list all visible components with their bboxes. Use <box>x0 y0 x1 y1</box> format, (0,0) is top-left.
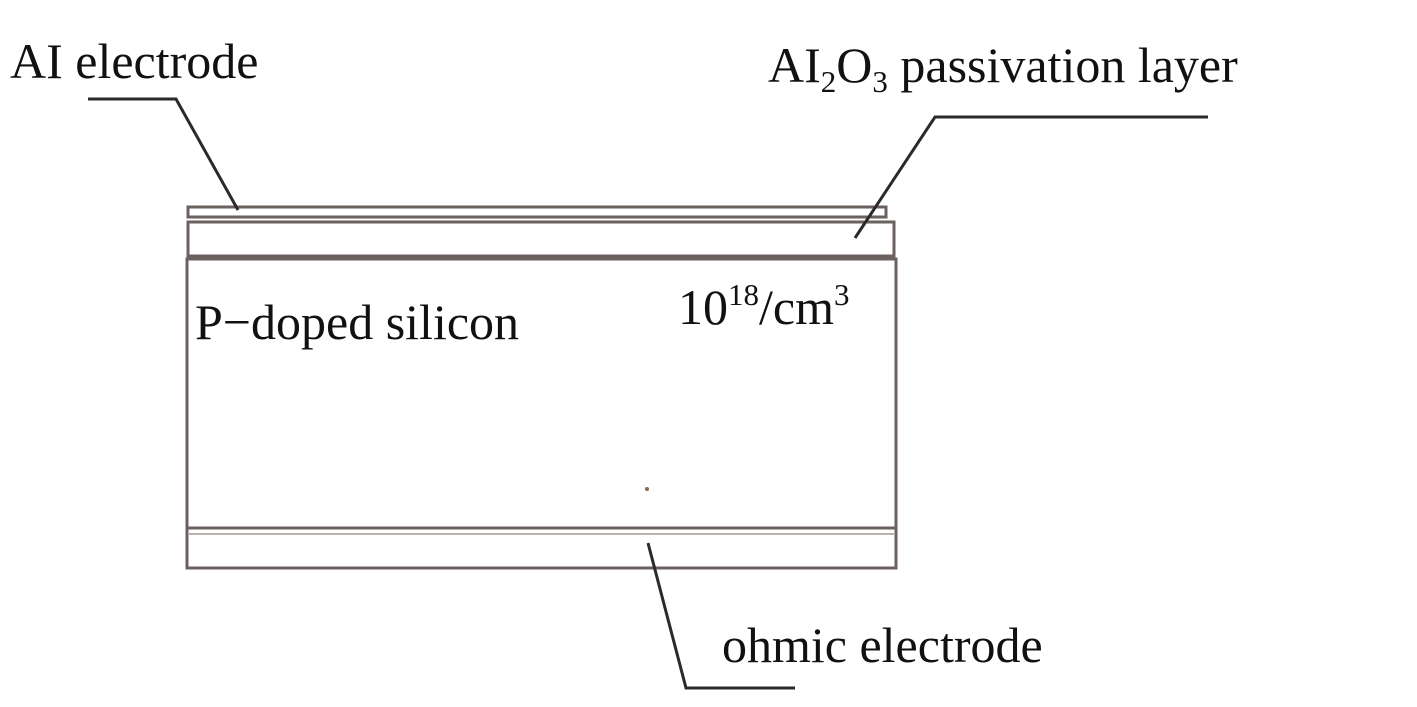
passivation-label-prefix: AI <box>768 37 821 93</box>
al-electrode-leader-line <box>88 97 240 211</box>
passivation-layer-label: AI2O3 passivation layer <box>768 37 1238 97</box>
al-electrode-label: AI electrode <box>10 36 258 86</box>
doping-unit-exponent: 3 <box>833 276 850 312</box>
ohmic-electrode-label-text: ohmic electrode <box>722 617 1043 673</box>
speck-mark <box>645 487 649 491</box>
passivation-label-suffix: passivation layer <box>887 37 1238 93</box>
doping-unit: /cm <box>759 279 834 335</box>
passivation-label-subscript-3: 3 <box>872 63 888 99</box>
doping-concentration-label: 1018/cm3 <box>678 279 849 335</box>
silicon-substrate <box>185 257 898 570</box>
al-electrode-label-text: AI electrode <box>10 33 259 89</box>
passivation-leader-line <box>853 115 1208 239</box>
doping-base: 10 <box>678 279 728 335</box>
al-electrode-layer <box>186 205 888 219</box>
ohmic-electrode-label: ohmic electrode <box>722 620 1043 670</box>
ohmic-electrode-leader-line <box>646 542 795 690</box>
passivation-layer <box>186 220 896 258</box>
silicon-label-text: P−doped silicon <box>195 294 520 350</box>
silicon-label: P−doped silicon <box>195 297 519 347</box>
passivation-label-oxygen: O <box>836 37 873 93</box>
doping-exponent: 18 <box>728 276 759 312</box>
passivation-label-subscript-2: 2 <box>820 63 837 99</box>
